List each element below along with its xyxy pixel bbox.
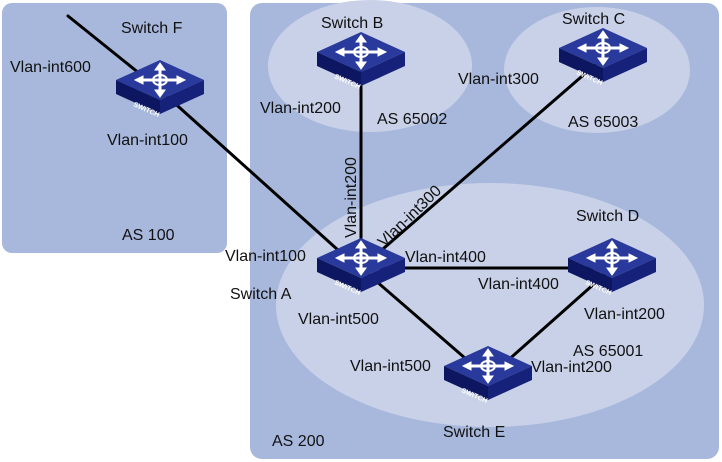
as65002-label: AS 65002 bbox=[377, 111, 447, 128]
switch-d-label: Switch D bbox=[576, 208, 639, 225]
as65003-label: AS 65003 bbox=[568, 114, 638, 131]
if-d-to-a-label: Vlan-int400 bbox=[478, 276, 559, 293]
as65001-region bbox=[276, 183, 704, 427]
as65001-label: AS 65001 bbox=[573, 343, 643, 360]
if-f-uplink-label: Vlan-int600 bbox=[10, 59, 91, 76]
link-c-a bbox=[359, 56, 605, 270]
if-e-to-a-label: Vlan-int500 bbox=[350, 358, 431, 375]
if-b-local-label: Vlan-int200 bbox=[260, 100, 341, 117]
as100-region bbox=[2, 3, 227, 253]
as200-label: AS 200 bbox=[272, 433, 325, 450]
switch-c-label: Switch C bbox=[562, 11, 625, 28]
if-f-to-a-label: Vlan-int100 bbox=[107, 132, 188, 149]
link-f-a bbox=[158, 88, 360, 270]
if-e-to-d-label: Vlan-int200 bbox=[531, 359, 612, 376]
switch-b-label: Switch B bbox=[321, 15, 383, 32]
if-a-to-e-label: Vlan-int500 bbox=[298, 311, 379, 328]
if-a-to-d-label: Vlan-int400 bbox=[405, 249, 486, 266]
as100-label: AS 100 bbox=[122, 227, 175, 244]
switch-a-label: Switch A bbox=[230, 286, 292, 303]
if-a-to-f-label: Vlan-int100 bbox=[225, 248, 306, 265]
switch-e-label: Switch E bbox=[443, 424, 505, 441]
if-c-local-label: Vlan-int300 bbox=[458, 71, 539, 88]
switch-f-label: Switch F bbox=[121, 20, 183, 37]
if-a-to-b-label: Vlan-int200 bbox=[343, 157, 360, 238]
if-d-to-e-label: Vlan-int200 bbox=[584, 306, 665, 323]
